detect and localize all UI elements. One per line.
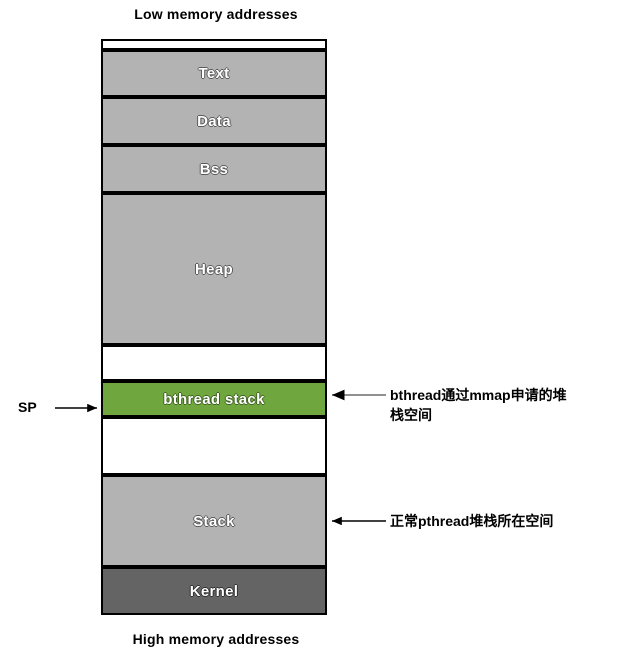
pthread-annotation-text: 正常pthread堆栈所在空间 [390, 511, 605, 531]
memory-segment-bthread-stack-label: bthread stack [163, 390, 265, 408]
memory-segment-gap-lower [103, 417, 325, 475]
bthread-annotation-line-2: 栈空间 [390, 407, 432, 423]
memory-segment-data[interactable]: Data [103, 97, 325, 145]
memory-segment-heap-label: Heap [195, 260, 233, 278]
memory-segment-kernel-label: Kernel [189, 582, 239, 600]
memory-segment-stack-label: Stack [193, 512, 235, 530]
memory-segment-top-gap [103, 41, 325, 50]
memory-segment-bss[interactable]: Bss [103, 145, 325, 193]
memory-layout-column: Text Data Bss Heap bthread stack Stack K… [101, 39, 327, 615]
memory-segment-stack[interactable]: Stack [103, 475, 325, 567]
bthread-annotation-line-1: bthread通过mmap申请的堆 [390, 387, 567, 403]
memory-segment-heap[interactable]: Heap [103, 193, 325, 345]
memory-segment-gap-upper [103, 345, 325, 381]
memory-segment-bss-label: Bss [199, 160, 229, 178]
low-memory-caption: Low memory addresses [134, 6, 298, 22]
high-memory-caption: High memory addresses [132, 631, 300, 647]
pthread-annotation-line-1: 正常pthread堆栈所在空间 [390, 513, 554, 529]
stack-pointer-label: SP [18, 399, 37, 415]
memory-segment-data-label: Data [197, 112, 231, 130]
memory-segment-kernel[interactable]: Kernel [103, 567, 325, 613]
memory-segment-bthread-stack[interactable]: bthread stack [103, 381, 325, 417]
memory-segment-text[interactable]: Text [103, 50, 325, 97]
bthread-annotation-text: bthread通过mmap申请的堆 栈空间 [390, 385, 605, 425]
memory-segment-text-label: Text [198, 65, 230, 82]
stack-pointer-marker: SP [18, 397, 104, 419]
